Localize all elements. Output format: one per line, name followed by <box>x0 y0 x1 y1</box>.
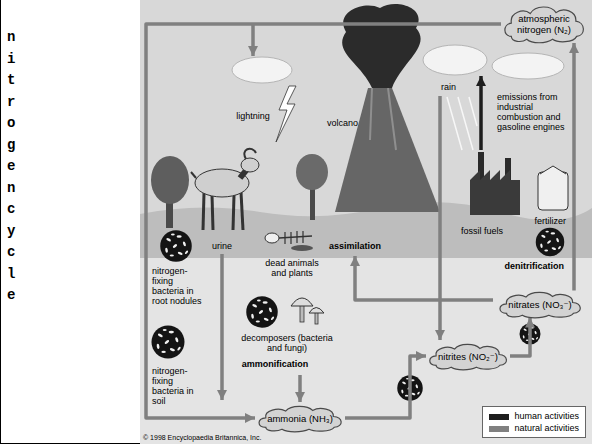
dead-leaf <box>291 245 313 251</box>
weather-cloud <box>232 57 292 83</box>
node-text: ammonia (NH₃) <box>267 413 333 424</box>
node-text: atmospheric nitrogen (N₂) <box>513 13 575 35</box>
panel-border <box>0 0 1 444</box>
vertical-title: nitrogen cycle <box>7 27 18 307</box>
soil <box>140 256 592 444</box>
denitrifying-bacteria <box>536 228 565 257</box>
legend-swatch <box>489 426 509 432</box>
mushroom-cap <box>309 308 324 314</box>
factory <box>470 170 520 215</box>
rain-flow-arrow <box>438 96 442 340</box>
rain-cloud <box>423 45 487 75</box>
assimilation-arrow <box>355 256 493 300</box>
organism-label: nitrogen-fixing bacteria in soil <box>152 366 204 406</box>
cloud-shape <box>430 344 507 369</box>
cloud-shape <box>259 406 341 431</box>
cloud-shape <box>500 292 580 317</box>
copyright-note: © 1998 Encyclopaedia Britannica, Inc. <box>143 434 261 442</box>
goat-body <box>195 169 249 197</box>
skull <box>265 233 279 243</box>
organism-label: nitrogen-fixing bacteria in root nodules <box>152 266 204 306</box>
ammonia-cloud: ammonia (NH₃) <box>255 405 345 432</box>
bag-tie <box>540 166 566 174</box>
source-label: fossil fuels <box>461 226 503 236</box>
legend-box: human activities natural activities <box>482 406 586 438</box>
nitrite-cloud: nitrites (NO₂⁻) <box>426 343 510 370</box>
volcano-plume <box>342 4 420 88</box>
emission-arrow <box>479 76 483 150</box>
lightning-bolt <box>276 86 296 142</box>
node-text: nitrites (NO₂⁻) <box>438 351 498 362</box>
goat-head <box>241 158 259 172</box>
goat-leg <box>203 193 204 230</box>
mushroom-cap <box>291 298 313 306</box>
ammonification-arrow <box>298 375 302 402</box>
panel-border <box>0 443 140 444</box>
mushroom-stem <box>300 304 304 322</box>
cloud-shape <box>505 7 583 43</box>
urine-flow-arrow <box>220 254 224 400</box>
weather-cloud <box>492 53 564 79</box>
root-nodule-bacteria <box>160 230 192 262</box>
source-label: urine <box>212 241 232 251</box>
goat-leg <box>241 192 243 230</box>
legend-text: human activities <box>514 411 579 421</box>
goat-tail <box>191 172 196 178</box>
cycle-arrow <box>345 356 426 418</box>
tree-canopy <box>151 156 189 204</box>
legend-text: natural activities <box>514 423 579 433</box>
organism-label: decomposers (bacteria and fungi) <box>235 333 339 353</box>
legend-row: human activities <box>489 410 579 422</box>
fertilizer-bag <box>538 172 568 210</box>
source-label: fertilizer <box>534 216 566 226</box>
phenomenon-label: rain <box>441 82 456 92</box>
plant-canopy <box>296 154 328 190</box>
nitrate-cloud: nitrates (NO₃⁻) <box>496 291 584 318</box>
atmosphere-cloud: atmospheric nitrogen (N₂) <box>501 5 587 43</box>
soil-bacteria <box>152 326 185 359</box>
phenomenon-label: volcano <box>327 118 358 128</box>
legend-swatch <box>489 414 509 420</box>
cycle-arrow <box>572 43 576 291</box>
sky <box>140 0 592 230</box>
source-label: emissions from industrial combustion and… <box>497 92 567 132</box>
process-label: denitrification <box>502 261 566 271</box>
decomposer-bacteria <box>246 296 278 328</box>
lava-streak <box>370 88 396 150</box>
goat-horn <box>244 149 256 159</box>
legend-row: natural activities <box>489 422 579 434</box>
node-text: nitrates (NO₃⁻) <box>508 299 571 310</box>
rain-streak <box>469 97 477 126</box>
nitrogen-flow-arrow <box>251 24 255 56</box>
organism-label: dead animals and plants <box>259 258 325 278</box>
ribs <box>285 231 303 244</box>
cycle-arrow <box>146 24 501 418</box>
mushroom-stem <box>315 312 318 324</box>
cycle-arrow <box>510 318 530 357</box>
goat-leg <box>233 195 234 230</box>
volcano-cone <box>335 88 440 212</box>
title-panel <box>0 0 140 444</box>
process-label: assimilation <box>329 241 381 251</box>
phenomenon-label: lightning <box>236 111 270 121</box>
spine <box>279 236 312 238</box>
goat-leg <box>212 195 213 230</box>
process-label: ammonification <box>242 359 309 369</box>
